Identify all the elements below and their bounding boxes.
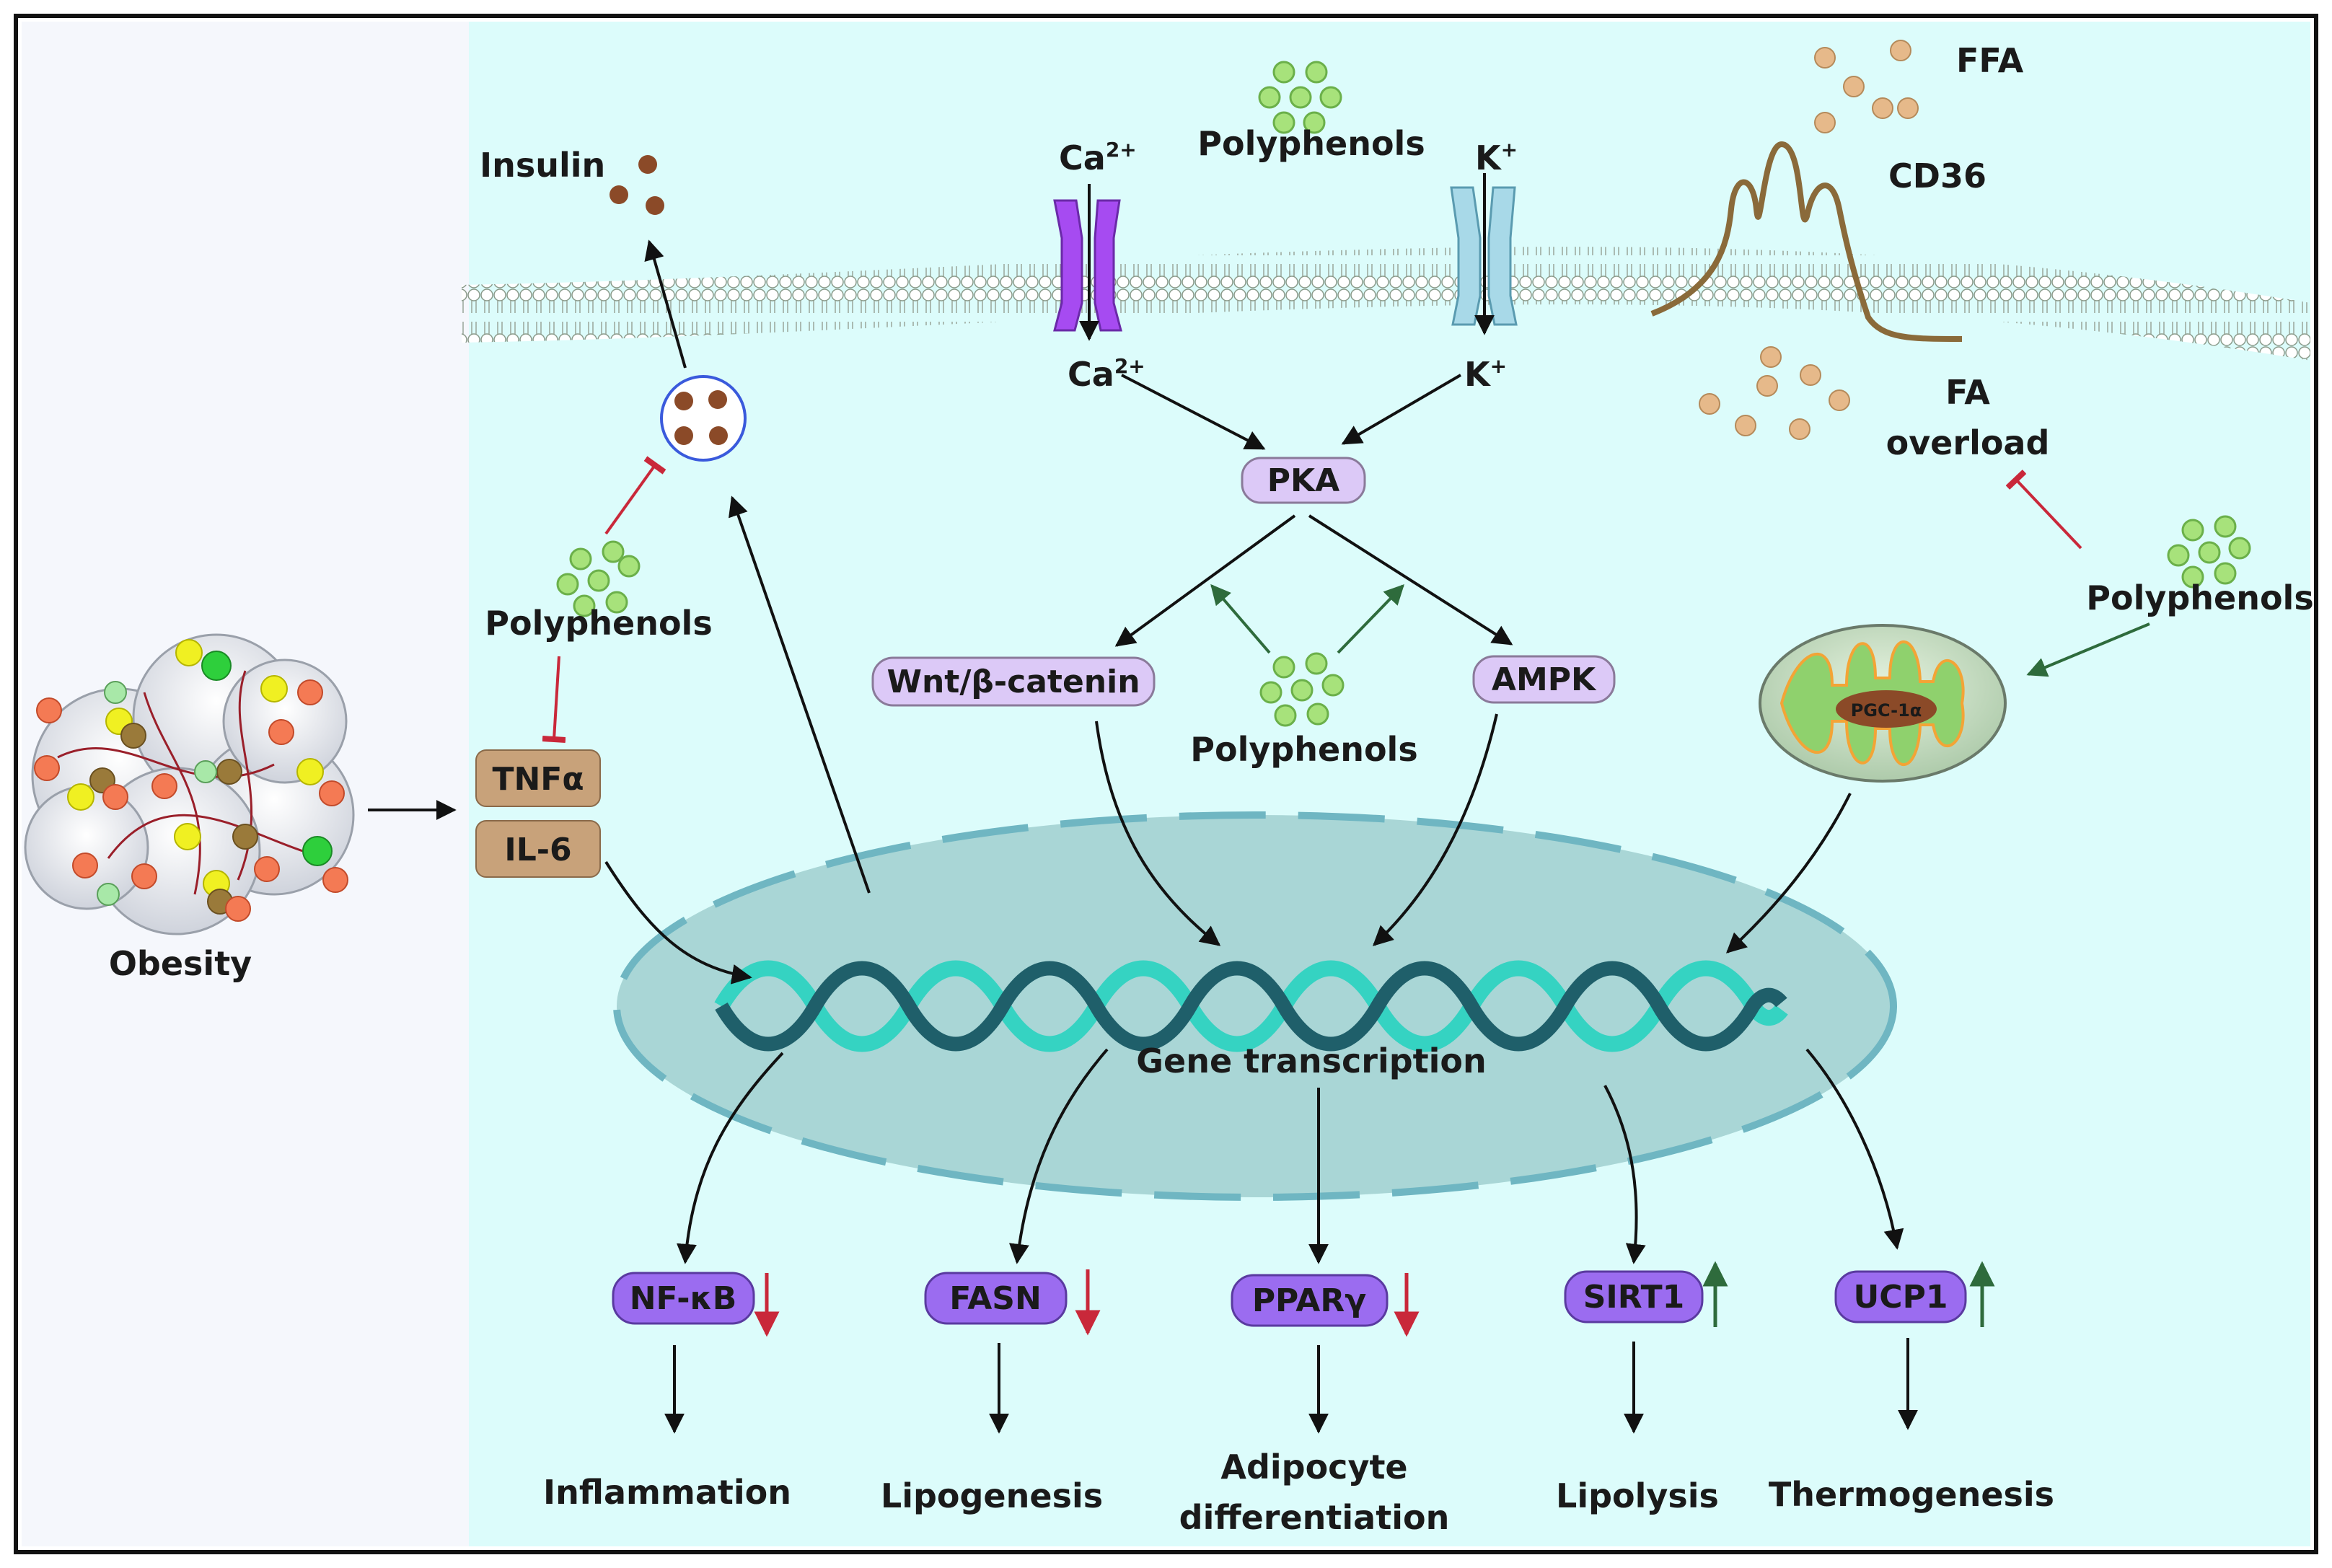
dna-to-fasn-arrow <box>1008 1048 1109 1264</box>
polyphenol-inhibit-fa-overload <box>2005 470 2082 550</box>
pka-to-ampk-arrow <box>1308 514 1513 646</box>
svg-text:FASN: FASN <box>949 1280 1042 1317</box>
k-to-pka-arrow <box>1341 374 1462 445</box>
nucleus <box>613 811 1897 1201</box>
lipogenesis-label: Lipogenesis <box>881 1476 1103 1515</box>
mitochondrion-icon: PGC-1α <box>1759 624 2007 783</box>
insulin-label: Insulin <box>480 146 605 185</box>
pka-to-wnt-arrow <box>1114 514 1296 647</box>
pparg-box: PPARγ <box>1231 1274 1389 1327</box>
potassium-channel <box>1450 186 1518 326</box>
ffa-label: FFA <box>1956 41 2024 80</box>
polyphenol-inhibit-insulin-vesicle <box>604 456 666 535</box>
cell-membrane <box>462 247 2310 361</box>
pgc1a-label: PGC-1α <box>1851 700 1922 721</box>
polyphenols-label-left: Polyphenols <box>485 604 712 643</box>
cytokine-to-dna-arrow <box>604 860 752 985</box>
insulin-release-arrow <box>644 239 687 369</box>
dna-to-sirt1-arrow <box>1603 1085 1646 1264</box>
dna-to-ucp1-arrow <box>1805 1048 1904 1250</box>
insulin-vesicle <box>660 375 747 462</box>
cd36-label: CD36 <box>1888 157 1986 195</box>
fa-overload-label-line2: overload <box>1886 423 2050 462</box>
polyphenol-inhibit-tnfa <box>542 656 566 743</box>
inflammation-label: Inflammation <box>543 1473 791 1512</box>
fa-overload-label-line1: FA <box>1945 373 1990 412</box>
fa-overload-dots <box>1699 346 1850 440</box>
svg-text:Wnt/β-catenin: Wnt/β-catenin <box>886 664 1140 700</box>
sirt1-box: SIRT1 <box>1564 1270 1704 1323</box>
svg-text:PKA: PKA <box>1267 462 1339 499</box>
calcium-channel <box>1053 199 1122 332</box>
polyphenol-activation-arrow-left <box>1210 583 1271 654</box>
polyphenol-cluster-top <box>1258 61 1342 134</box>
nucleus-to-insulin-vesicle-arrow <box>729 495 871 894</box>
nfkb-box: NF-κB <box>612 1272 755 1325</box>
dna-helix-icon <box>714 960 1788 1052</box>
svg-text:NF-κB: NF-κB <box>630 1280 737 1317</box>
ca-bottom-label: Ca2+ <box>1068 354 1145 394</box>
ffa-dots <box>1814 40 1919 133</box>
gene-transcription-label: Gene transcription <box>1136 1041 1487 1080</box>
ca-top-label: Ca2+ <box>1059 138 1137 177</box>
polyphenol-to-mito-arrow <box>2026 622 2150 677</box>
mito-to-dna-arrow <box>1725 793 1852 953</box>
adipocyte-label-line1: Adipocyte <box>1220 1448 1407 1486</box>
svg-text:UCP1: UCP1 <box>1854 1279 1948 1316</box>
thermogenesis-label: Thermogenesis <box>1769 1475 2054 1514</box>
polyphenols-label-center: Polyphenols <box>1190 730 1417 769</box>
polyphenol-cluster-left <box>556 540 641 617</box>
ucp1-box: UCP1 <box>1834 1270 1967 1323</box>
pka-box: PKA <box>1241 457 1366 504</box>
wnt-box: Wnt/β-catenin <box>871 656 1156 707</box>
lipolysis-label: Lipolysis <box>1556 1476 1719 1515</box>
k-top-label: K+ <box>1475 138 1518 177</box>
wnt-to-dna-arrow <box>1095 721 1221 946</box>
k-bottom-label: K+ <box>1464 354 1507 394</box>
fasn-box: FASN <box>924 1272 1068 1325</box>
svg-text:TNFα: TNFα <box>492 761 584 798</box>
svg-text:AMPK: AMPK <box>1492 661 1597 698</box>
svg-text:SIRT1: SIRT1 <box>1583 1279 1685 1316</box>
figure-border <box>14 14 2318 1554</box>
obesity-label: Obesity <box>109 944 252 983</box>
ampk-box: AMPK <box>1472 655 1616 704</box>
polyphenol-activation-arrow-right <box>1337 583 1404 654</box>
adipose-tissue-icon <box>24 633 355 935</box>
ca-to-pka-arrow <box>1121 374 1266 450</box>
insulin-dots <box>610 155 664 215</box>
polyphenols-label-right: Polyphenols <box>2086 578 2313 617</box>
dna-to-nfkb-arrow <box>676 1052 784 1264</box>
il6-box: IL-6 <box>475 820 601 878</box>
svg-text:PPARγ: PPARγ <box>1252 1282 1366 1319</box>
adipocyte-label-line2: differentiation <box>1179 1498 1450 1537</box>
ampk-to-dna-arrow <box>1372 713 1498 946</box>
polyphenol-cluster-right <box>2167 515 2251 589</box>
cd36-receptor <box>1650 141 1963 342</box>
polyphenols-label-top: Polyphenols <box>1197 124 1425 163</box>
tnfa-box: TNFα <box>475 749 601 807</box>
polyphenol-cluster-center <box>1259 652 1345 727</box>
svg-text:IL-6: IL-6 <box>504 832 571 868</box>
